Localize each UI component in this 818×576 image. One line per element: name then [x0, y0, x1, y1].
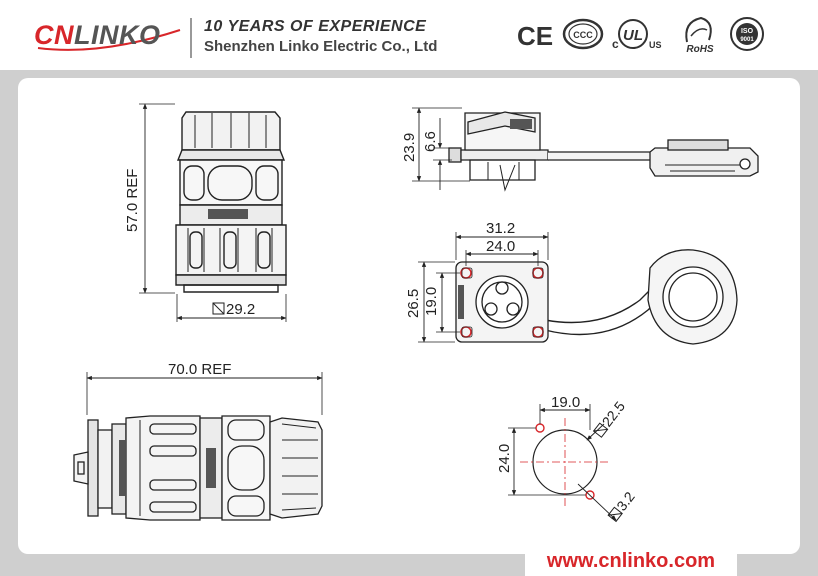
- dimension-front-inner-height: 19.0: [423, 272, 460, 333]
- ccc-text: CCC: [573, 30, 593, 40]
- dimension-side-total: 23.9: [401, 107, 470, 182]
- dimension-height-ref: 57.0 REF: [124, 103, 175, 294]
- dimension-cutout-diameter: 22.5: [586, 398, 628, 441]
- tagline: 10 YEARS OF EXPERIENCE: [204, 18, 427, 35]
- ul-mark-icon: c UL US: [612, 19, 662, 51]
- dimension-length-ref: 70.0 REF: [86, 361, 323, 415]
- iso-number-text: 9001: [740, 37, 754, 43]
- ccc-mark-icon: CCC: [562, 18, 604, 50]
- logo-swoosh-icon: [37, 29, 181, 51]
- iso-mark-icon: ISO 9001: [730, 17, 764, 51]
- dimension-front-inner-width: 24.0: [465, 238, 539, 266]
- front-outer-height-label: 26.5: [405, 289, 422, 318]
- certification-marks: CE CCC c UL US RoHS ISO 9001: [517, 16, 764, 52]
- ce-mark-icon: CE: [517, 21, 553, 51]
- iso-text: ISO: [741, 28, 754, 35]
- cutout-height-label: 24.0: [496, 444, 513, 473]
- dimension-hole-diameter: 3.2: [577, 483, 638, 523]
- side-total-label: 23.9: [401, 133, 418, 162]
- dimension-cutout-height: 24.0: [496, 427, 586, 496]
- dimension-front-outer-width: 31.2: [455, 220, 549, 260]
- front-inner-width-label: 24.0: [486, 238, 515, 255]
- front-inner-height-label: 19.0: [423, 287, 440, 316]
- ul-us-text: US: [649, 40, 662, 50]
- height-ref-label: 57.0 REF: [124, 169, 141, 232]
- width-square-label: 29.2: [226, 301, 255, 318]
- side-view: [448, 111, 759, 192]
- dimension-cutout-width: 19.0: [539, 394, 591, 430]
- front-outer-width-label: 31.2: [486, 220, 515, 237]
- dimension-width-square: 29.2: [176, 294, 287, 322]
- cutout-width-label: 19.0: [551, 394, 580, 411]
- ul-text: UL: [623, 27, 643, 44]
- rohs-text: RoHS: [686, 44, 714, 52]
- logo-text-red: CN: [34, 20, 74, 50]
- ul-c-text: c: [612, 37, 619, 51]
- company-name: Shenzhen Linko Electric Co., Ltd: [204, 38, 438, 55]
- connector-horizontal-view: [73, 415, 323, 521]
- dimension-front-outer-height: 26.5: [405, 261, 455, 343]
- logo-text-gray: LINKO: [74, 20, 161, 50]
- header: CNLINKO 10 YEARS OF EXPERIENCE Shenzhen …: [0, 0, 818, 70]
- length-ref-label: 70.0 REF: [168, 361, 231, 378]
- connector-vertical-view: [175, 111, 287, 293]
- company-logo: CNLINKO: [34, 20, 161, 51]
- front-view: [455, 249, 738, 345]
- side-flange-label: 6.6: [422, 131, 439, 152]
- rohs-mark-icon: RoHS: [685, 16, 714, 52]
- dimension-side-flange: 6.6: [422, 118, 452, 190]
- website-url[interactable]: www.cnlinko.com: [525, 547, 737, 576]
- header-separator: [190, 18, 192, 58]
